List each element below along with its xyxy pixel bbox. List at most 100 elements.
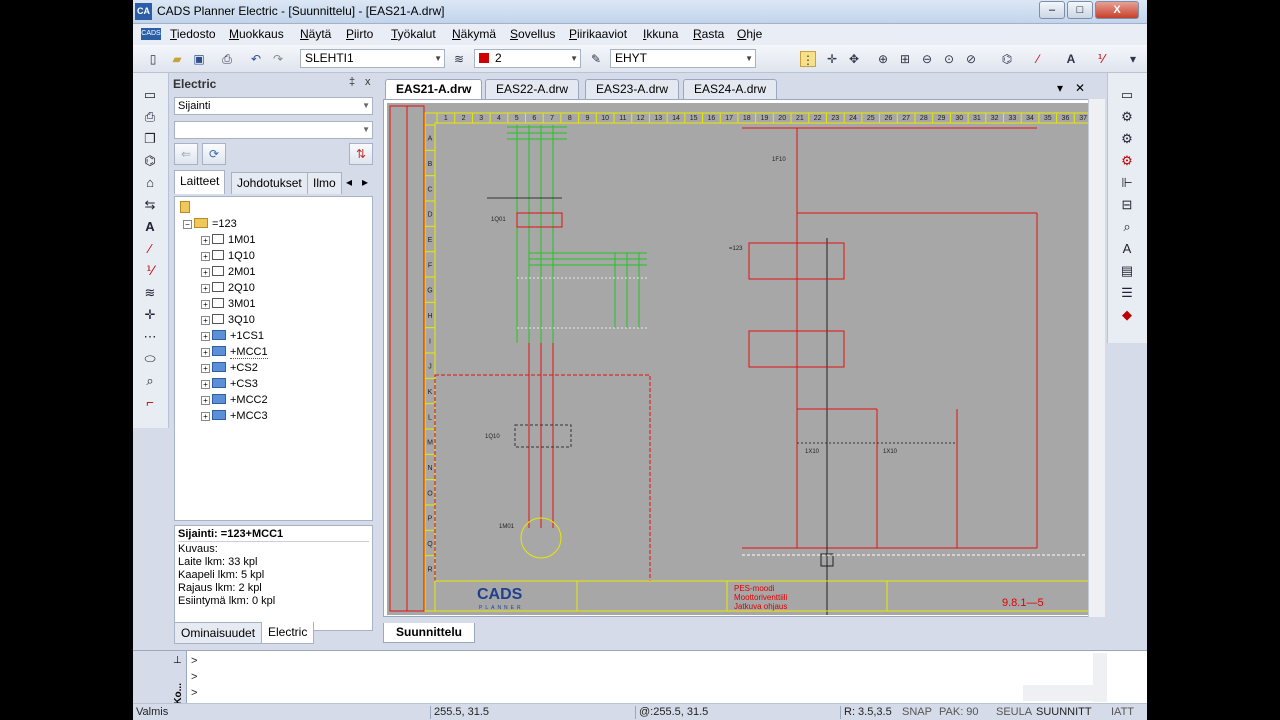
text-edit-icon[interactable]: A — [1122, 241, 1132, 256]
tool-icon[interactable]: ▤ — [1120, 263, 1134, 278]
zoom-previous-icon[interactable]: ⊘ — [965, 52, 977, 66]
sheet-layer-combo[interactable]: SLEHTI1▼ — [300, 49, 445, 68]
tree-item[interactable]: +3Q10 — [201, 313, 255, 327]
menu-item-sovellus[interactable]: Sovellus — [510, 27, 556, 41]
filter-select[interactable]: ▼ — [174, 121, 373, 139]
command-line[interactable]: > — [191, 687, 198, 699]
menu-item-muokkaus[interactable]: Muokkaus — [229, 27, 284, 41]
tabs-close-icon[interactable]: ✕ — [1075, 81, 1086, 95]
command-line[interactable]: > — [191, 655, 198, 667]
tree-item[interactable]: +3M01 — [201, 297, 256, 311]
tree-item[interactable]: +2M01 — [201, 265, 256, 279]
dotted-grid-icon[interactable]: ⋯ — [143, 329, 157, 344]
tree-item[interactable]: ++CS2 — [201, 361, 258, 375]
tree-item[interactable]: +1Q10 — [201, 249, 255, 263]
menu-item-nakyma[interactable]: Näkymä — [452, 27, 497, 41]
status-seula-toggle[interactable]: SEULA — [996, 706, 1033, 718]
view-tool-icon[interactable]: ▭ — [1120, 87, 1134, 102]
tree-node-123[interactable]: −=123 — [183, 217, 237, 231]
tree-item[interactable]: ++CS3 — [201, 377, 258, 391]
color-combo[interactable]: 2▼ — [474, 49, 581, 68]
minimize-button[interactable]: – — [1039, 1, 1065, 19]
symbol-insert-icon[interactable]: ⌬ — [144, 153, 156, 168]
menu-item-rasta[interactable]: Rasta — [693, 27, 725, 41]
back-button[interactable]: ⇐ — [174, 143, 198, 165]
linetype-combo[interactable]: EHYT▼ — [610, 49, 756, 68]
open-folder-icon[interactable]: ▰ — [172, 52, 182, 66]
crosshair-icon[interactable]: ✛ — [826, 52, 838, 66]
text-tool-icon[interactable]: A — [1066, 52, 1076, 66]
status-mode-toggle[interactable]: SUUNNITT — [1036, 706, 1092, 718]
pen-icon[interactable]: ✎ — [590, 52, 602, 66]
menu-item-nayta[interactable]: Näytä — [300, 27, 332, 41]
command-vertical-scrollbar[interactable] — [1093, 653, 1107, 702]
status-snap-toggle[interactable]: SNAP — [902, 706, 932, 718]
menu-item-tyokalut[interactable]: Työkalut — [391, 27, 436, 41]
new-file-icon[interactable]: ▯ — [149, 52, 157, 66]
label-tool-icon[interactable]: ⅟ — [146, 263, 154, 278]
tree-item[interactable]: ++MCC1 — [201, 345, 268, 359]
tree-item[interactable]: ++MCC3 — [201, 409, 268, 423]
tab-electric[interactable]: Electric — [261, 622, 315, 644]
tree-item[interactable]: ++MCC2 — [201, 393, 268, 407]
status-pak-toggle[interactable]: PAK: 90 — [939, 706, 979, 718]
tabs-menu-icon[interactable]: ▾ — [1057, 81, 1064, 95]
close-window-button[interactable]: X — [1095, 1, 1139, 19]
tab-suunnittelu[interactable]: Suunnittelu — [383, 623, 475, 643]
menu-item-piirikaaviot[interactable]: Piirikaaviot — [569, 27, 628, 41]
menu-item-tiedosto[interactable]: Tiedosto — [170, 27, 216, 41]
tab-eas24[interactable]: EAS24-A.drw — [683, 79, 778, 99]
panel-close-icon[interactable]: x — [365, 76, 371, 88]
zoom-out-icon[interactable]: ⊖ — [921, 52, 933, 66]
tree-item[interactable]: ++1CS1 — [201, 329, 264, 343]
toolbar-overflow-icon[interactable]: ▾ — [1129, 52, 1137, 66]
settings-icon[interactable]: ⚙ — [1121, 109, 1133, 124]
menu-item-ohje[interactable]: Ohje — [737, 27, 763, 41]
menu-item-piirto[interactable]: Piirto — [346, 27, 374, 41]
print-icon[interactable]: ⎙ — [222, 52, 232, 66]
tab-laitteet[interactable]: Laitteet — [174, 170, 226, 194]
wire-tool-icon[interactable]: ⁄ — [1036, 52, 1039, 66]
symbol-tool-icon[interactable]: ⌬ — [1001, 52, 1013, 66]
search-icon[interactable]: ⌕ — [146, 373, 154, 388]
window-tool-icon[interactable]: ❐ — [144, 131, 156, 146]
tab-scroll-left-icon[interactable]: ◂ — [345, 175, 353, 189]
align-icon[interactable]: ⊩ — [1121, 175, 1133, 190]
command-horizontal-scrollbar[interactable] — [1023, 685, 1093, 701]
vertical-scrollbar[interactable] — [1088, 99, 1105, 617]
text-tool-icon[interactable]: A — [145, 219, 155, 234]
connect-tool-icon[interactable]: ⇆ — [144, 197, 156, 212]
tab-ilmo[interactable]: Ilmo — [307, 172, 342, 194]
label-tool-icon[interactable]: ⅟ — [1097, 52, 1105, 66]
split-icon[interactable]: ⊟ — [1121, 197, 1133, 212]
grid-snap-icon[interactable]: ⋮ — [800, 51, 816, 67]
junction-tool-icon[interactable]: ✛ — [144, 307, 156, 322]
zoom-extents-icon[interactable]: ⊙ — [943, 52, 955, 66]
tab-scroll-right-icon[interactable]: ▸ — [361, 175, 369, 189]
pin-icon[interactable]: ⊥ — [173, 655, 182, 666]
tab-eas23[interactable]: EAS23-A.drw — [585, 79, 680, 99]
tab-ominaisuudet[interactable]: Ominaisuudet — [174, 622, 263, 644]
maximize-button[interactable]: □ — [1067, 1, 1093, 19]
layers-tool-icon[interactable]: ≋ — [144, 285, 156, 300]
cads-menu-logo-icon[interactable]: CADS — [141, 28, 161, 40]
wire-tool-icon[interactable]: ⁄ — [148, 241, 152, 256]
tree-item[interactable]: +1M01 — [201, 233, 256, 247]
layers-icon[interactable]: ≋ — [453, 52, 465, 66]
binoculars-icon[interactable]: ⌕ — [1123, 219, 1131, 234]
tab-eas22[interactable]: EAS22-A.drw — [485, 79, 580, 99]
tree-root-icon[interactable] — [180, 201, 194, 216]
undo-icon[interactable]: ↶ — [250, 52, 262, 66]
move-icon[interactable]: ✥ — [848, 52, 860, 66]
redo-icon[interactable]: ↷ — [272, 52, 284, 66]
rectangle-tool-icon[interactable]: ▭ — [143, 87, 157, 102]
menu-item-ikkuna[interactable]: Ikkuna — [643, 27, 679, 41]
pin-icon[interactable]: ‡ — [349, 76, 356, 88]
ellipse-tool-icon[interactable]: ⬭ — [144, 351, 156, 366]
hook-tool-icon[interactable]: ⌐ — [146, 395, 154, 410]
status-att-toggle[interactable]: IATT — [1111, 706, 1135, 718]
location-select[interactable]: Sijainti▼ — [174, 97, 373, 115]
house-tool-icon[interactable]: ⌂ — [146, 175, 154, 190]
